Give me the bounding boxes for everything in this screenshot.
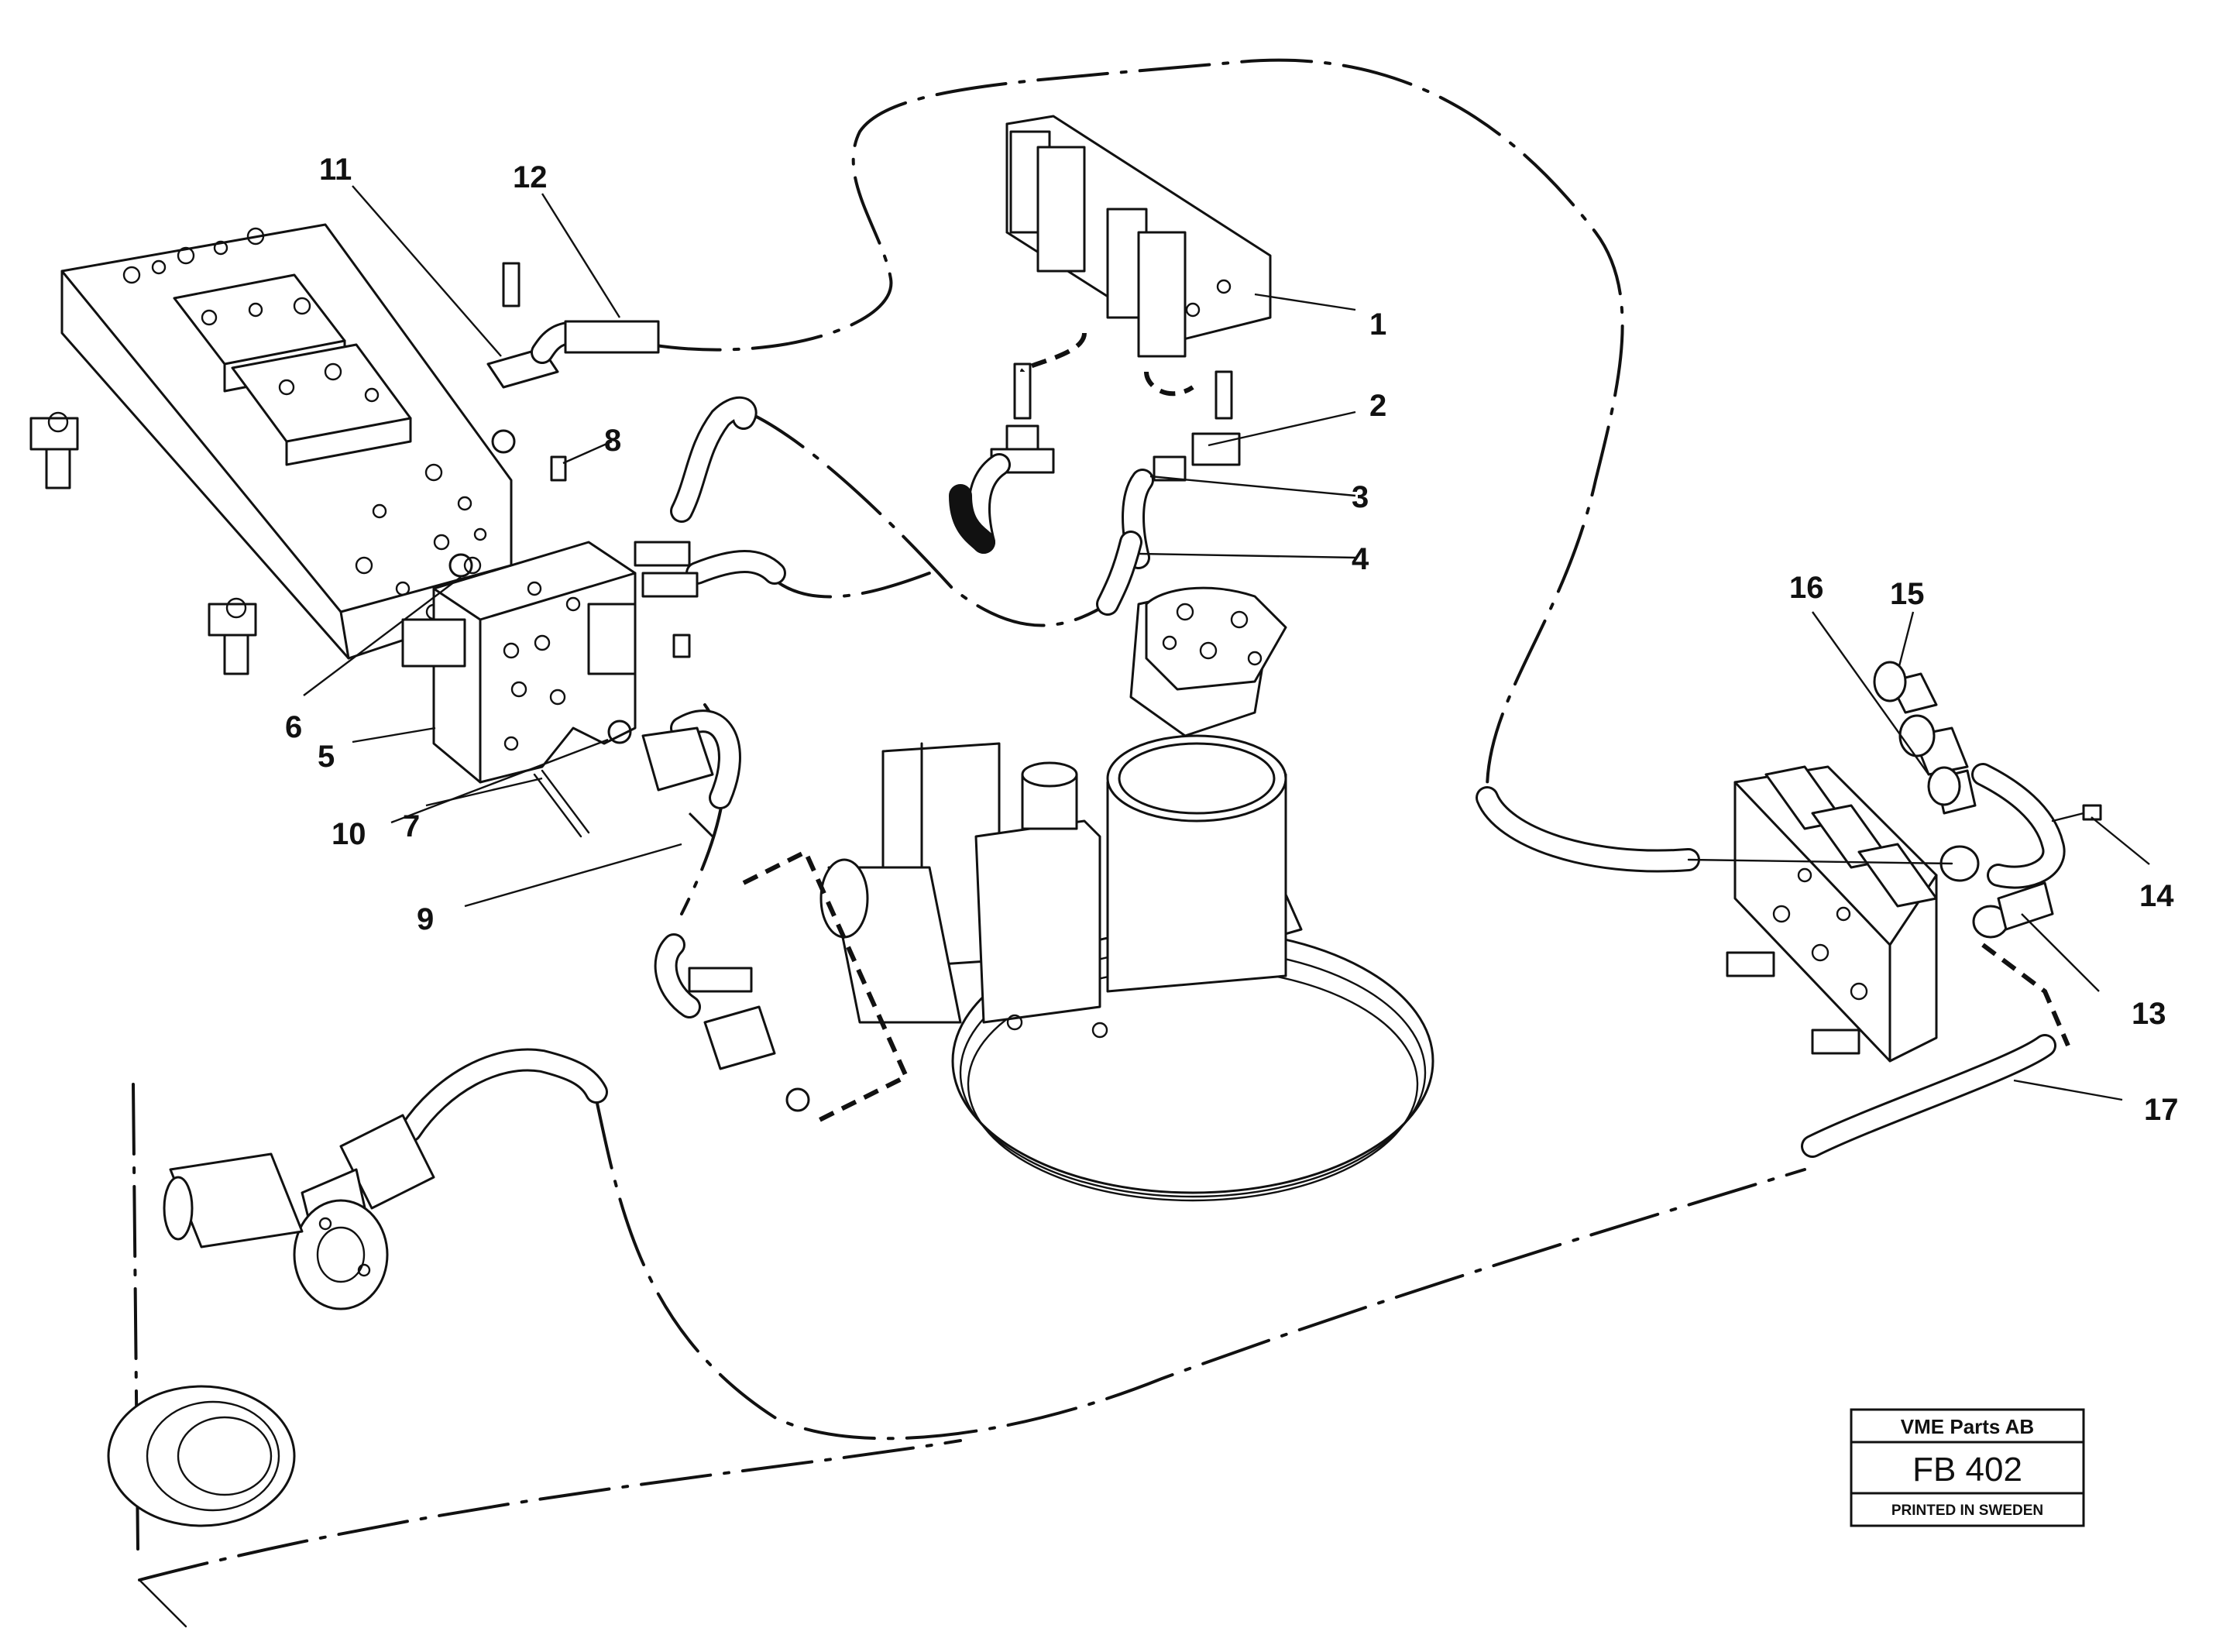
- callout-3: 3: [1352, 480, 1369, 514]
- elbow-fitting-top: [486, 262, 660, 389]
- callout-11: 11: [319, 153, 352, 187]
- bottom-left-hose: [107, 1048, 608, 1527]
- callout-17: 17: [2144, 1093, 2179, 1127]
- valve-bank-feet: [29, 411, 257, 675]
- routing-line-chassis-bottom: [138, 1439, 962, 1582]
- solenoid-valve-pack: [1005, 115, 1272, 420]
- right-valve-bank: [1726, 661, 2102, 1063]
- routing-line-bottom: [595, 1098, 1806, 1441]
- routing-line-top-loop: [649, 58, 1624, 792]
- routing-line-chassis-left: [132, 1083, 139, 1551]
- callout-labels: 1 2 3 4 5 6 7 8 9 10 11 12 13 14 15 16 1…: [285, 153, 2179, 1127]
- stamp-code: FB 402: [1912, 1451, 2022, 1489]
- callout-13: 13: [2132, 997, 2166, 1031]
- callout-10: 10: [332, 817, 366, 851]
- stamp-note: PRINTED IN SWEDEN: [1891, 1503, 2043, 1519]
- callout-1: 1: [1369, 307, 1386, 342]
- callout-8: 8: [604, 424, 621, 458]
- callout-6: 6: [285, 710, 302, 744]
- routing-lines: [132, 58, 1806, 1628]
- callout-4: 4: [1352, 542, 1369, 576]
- routing-line-center: [742, 409, 1109, 627]
- callout-2: 2: [1369, 389, 1386, 423]
- stamp-company: VME Parts AB: [1901, 1415, 2034, 1438]
- small-valve-block: [401, 429, 691, 784]
- callout-9: 9: [417, 902, 434, 936]
- hoses-left: [533, 396, 810, 1112]
- title-stamp: VME Parts AB FB 402 PRINTED IN SWEDEN: [1850, 1408, 2085, 1527]
- hoses-right: [1476, 786, 2070, 1158]
- callout-5: 5: [318, 740, 335, 774]
- callout-12: 12: [513, 160, 548, 194]
- leader-lines: [303, 185, 2150, 1101]
- callout-14: 14: [2139, 879, 2174, 913]
- control-valve-bank: [29, 223, 513, 675]
- routing-line-valve-left: [765, 572, 931, 599]
- callout-7: 7: [403, 809, 420, 843]
- callout-15: 15: [1890, 577, 1925, 611]
- tee-fitting: [949, 424, 1241, 616]
- callout-16: 16: [1789, 571, 1824, 605]
- chassis-edge: [138, 1578, 187, 1628]
- swing-motor: [742, 586, 1434, 1202]
